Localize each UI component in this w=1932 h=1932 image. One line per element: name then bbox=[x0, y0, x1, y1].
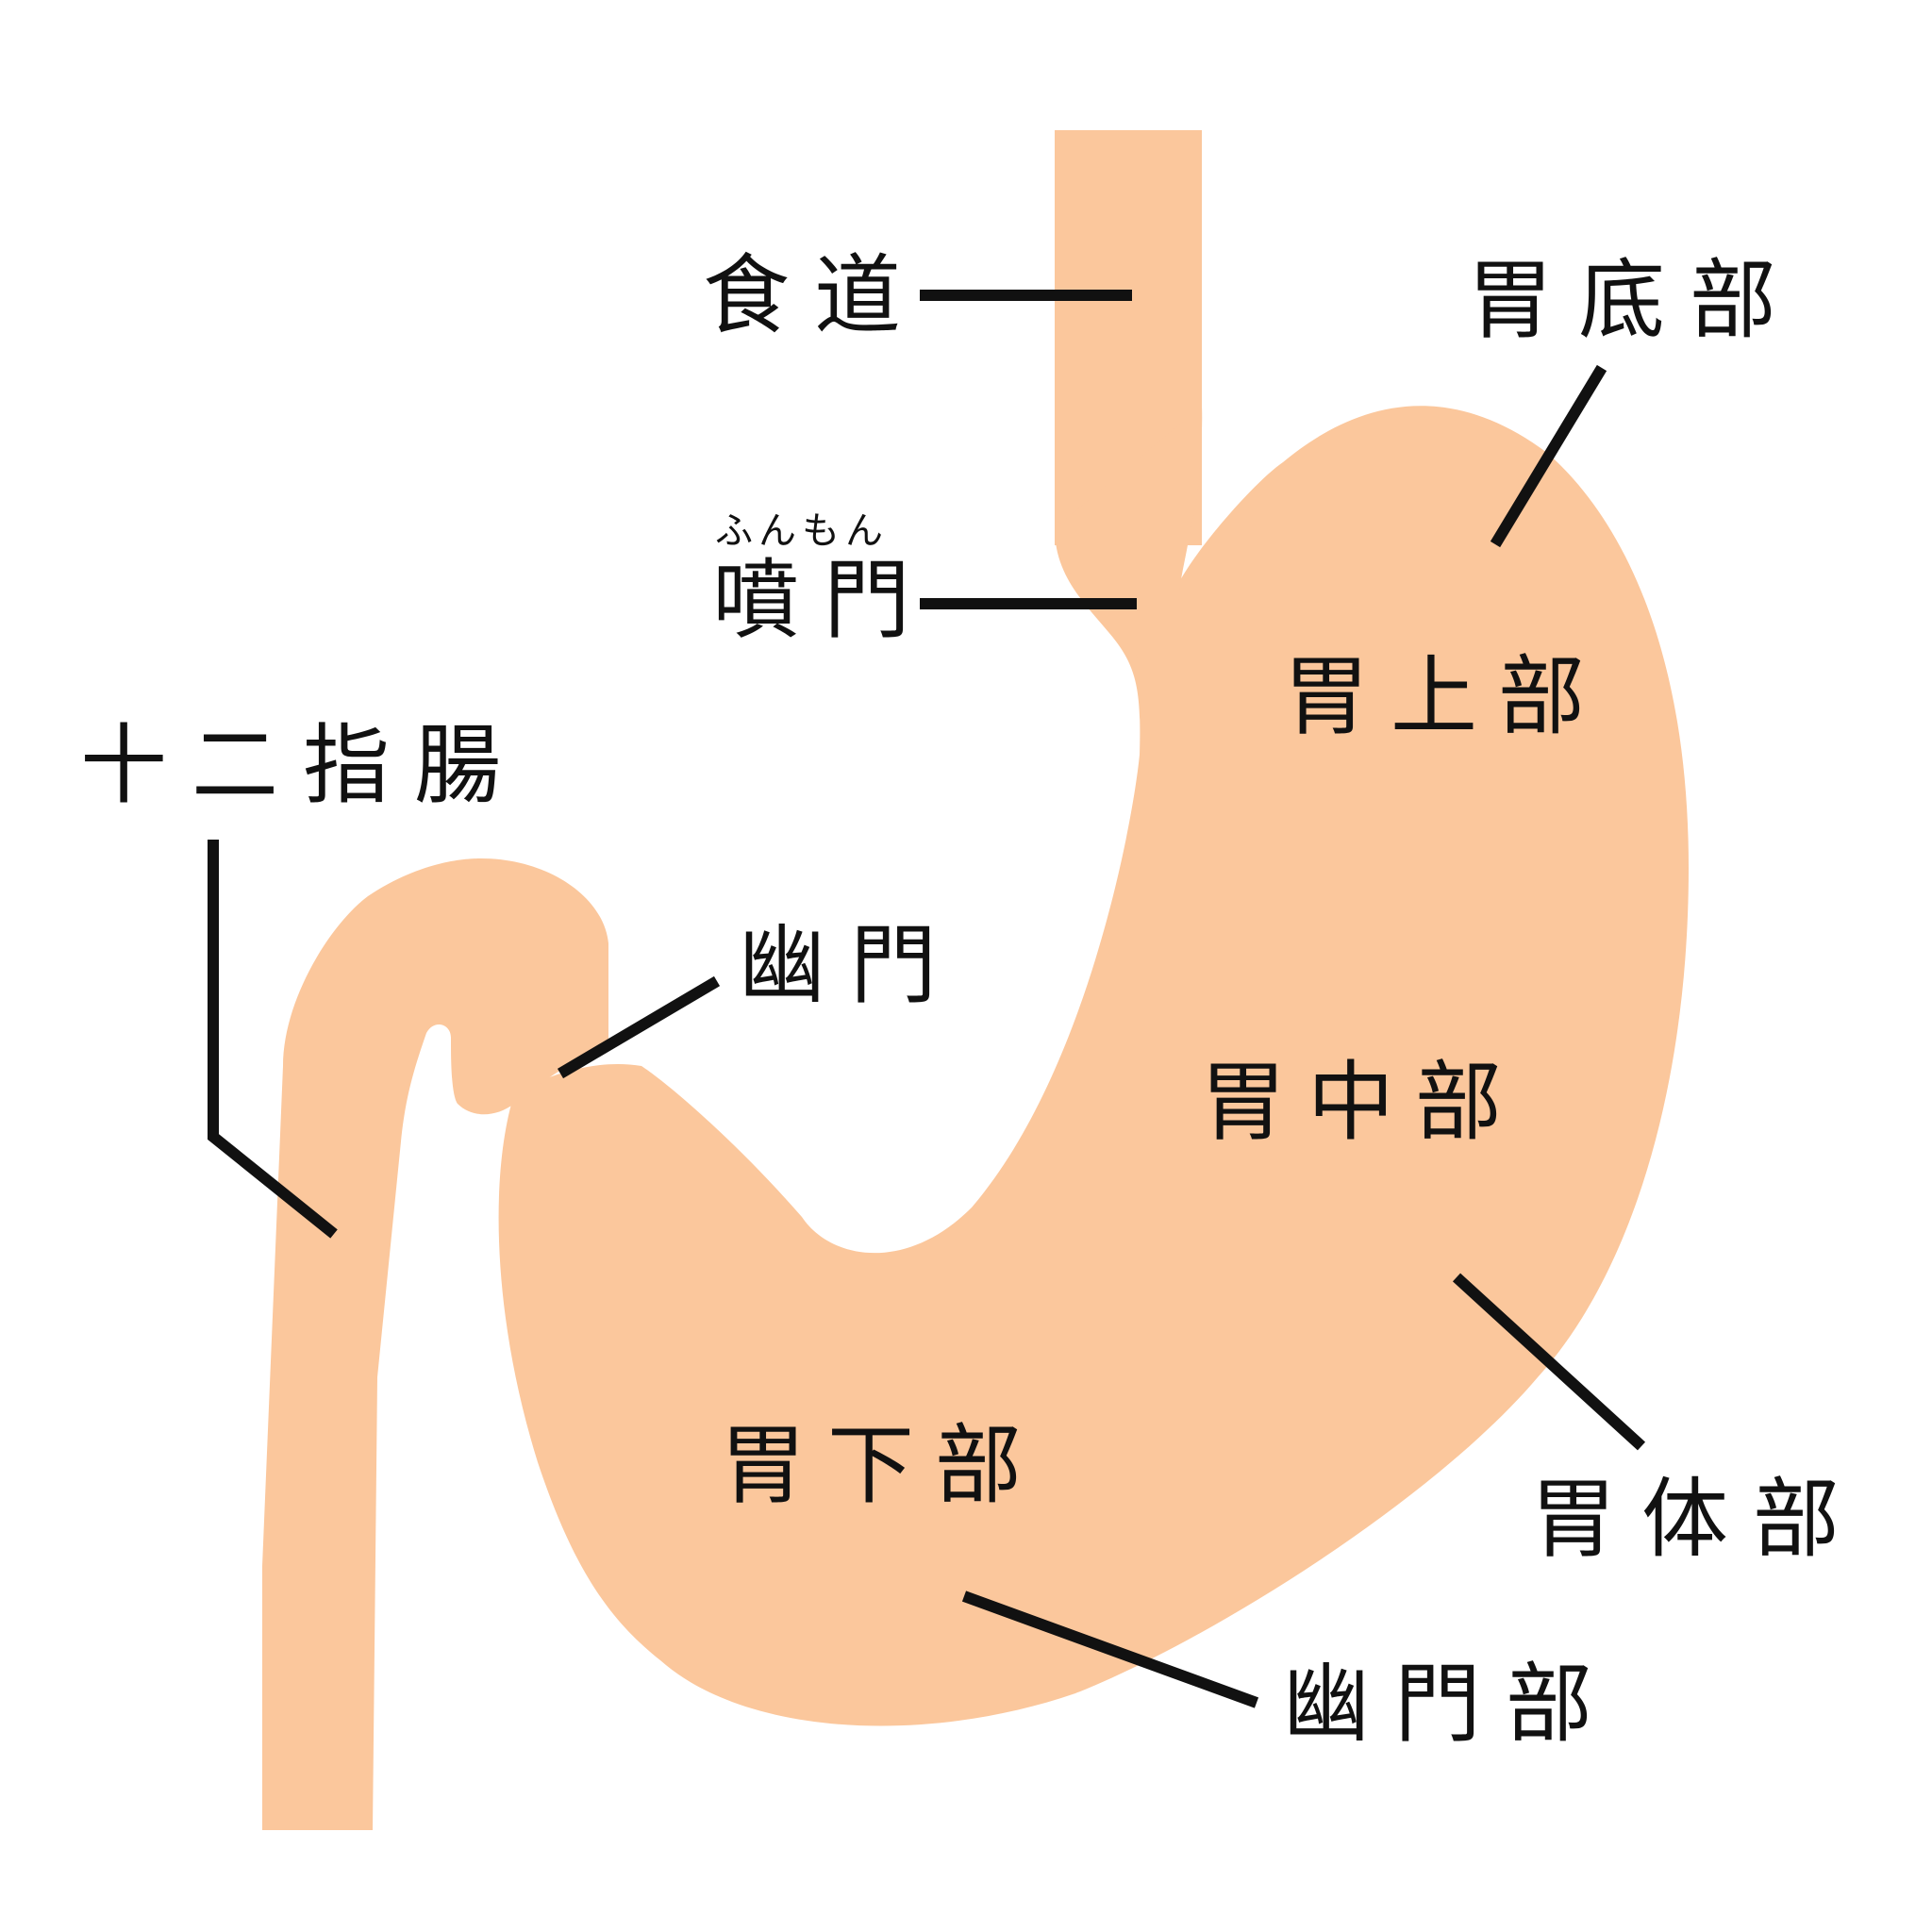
duodenum-label: 十二指腸 bbox=[80, 715, 525, 816]
pylorus-label: 幽門 bbox=[739, 915, 961, 1016]
middle-stomach-label: 胃中部 bbox=[1200, 1052, 1523, 1153]
fundus-leader bbox=[1490, 364, 1607, 548]
fundus-label: 胃底部 bbox=[1467, 250, 1801, 351]
body-label: 胃体部 bbox=[1530, 1469, 1864, 1570]
duodenal-bulb-shape bbox=[262, 858, 608, 1830]
cardia-label: 噴門 bbox=[712, 550, 935, 651]
cardia-reading-label: ふんもん bbox=[715, 509, 889, 553]
cardia-shape bbox=[1055, 406, 1203, 679]
esophagus-label: 食道 bbox=[703, 245, 925, 346]
upper-stomach-label: 胃上部 bbox=[1283, 646, 1606, 747]
pyloric-part-leader bbox=[961, 1591, 1259, 1708]
body-leader bbox=[1452, 1273, 1646, 1451]
lower-stomach-label: 胃下部 bbox=[720, 1415, 1042, 1516]
stomach-shape bbox=[498, 406, 1689, 1726]
duodenum-leader bbox=[208, 840, 338, 1239]
pyloric-part-label: 幽門部 bbox=[1283, 1654, 1617, 1755]
pylorus-leader bbox=[557, 975, 721, 1079]
